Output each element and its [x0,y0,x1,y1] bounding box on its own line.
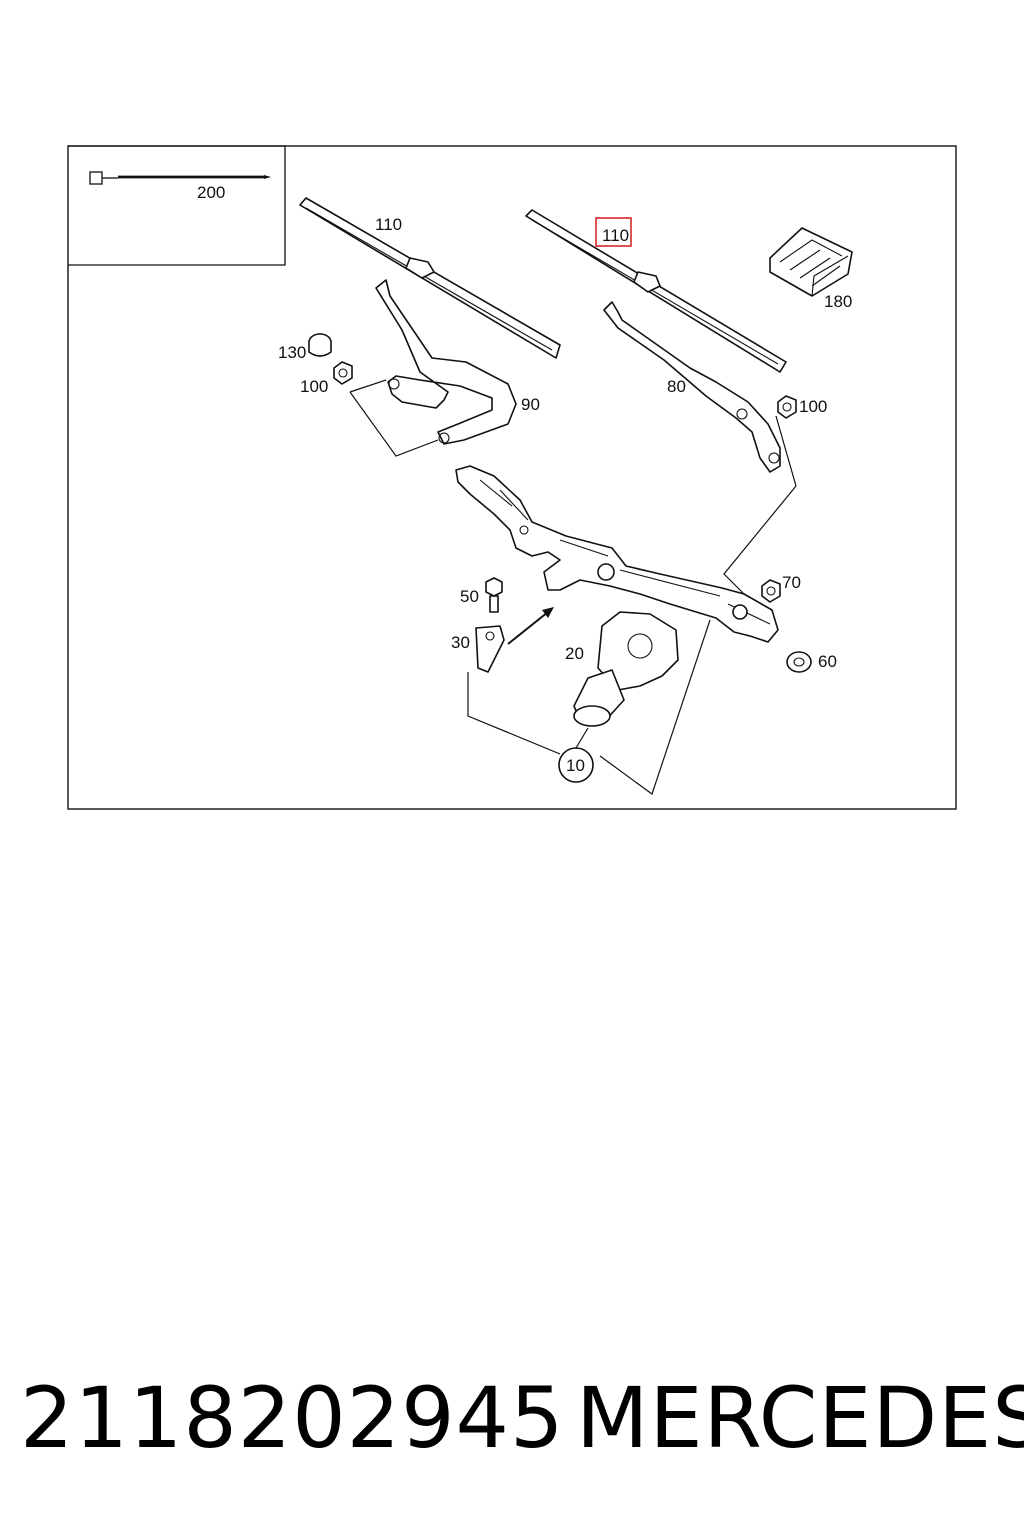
callout-110-left: 110 [375,215,402,234]
leader-lines [349,379,797,795]
callout-180: 180 [824,292,852,311]
callout-20: 20 [565,644,584,663]
callout-100-right: 100 [799,397,827,416]
wiper-arm-right-80 [603,301,781,473]
bracket-30 [475,625,505,673]
callout-80: 80 [667,377,686,396]
part-number: 2118202945 [20,1369,565,1467]
callout-90: 90 [521,395,540,414]
cable-tie-icon [89,171,103,185]
wiper-parts-diagram: 200 110 110 180 130 100 90 [67,145,957,810]
connector-block-180 [769,227,853,297]
brand-name: MERCEDES [576,1369,1024,1467]
nut-70 [761,579,781,603]
callout-70: 70 [782,573,801,592]
grommet-60 [786,651,812,673]
inset-box: 200 [68,145,286,266]
callout-200: 200 [197,183,225,202]
callout-circle-10 [558,747,594,783]
arrow-icon [507,607,554,645]
bolt-50 [485,577,503,613]
highlight-box [595,217,632,247]
caption: 2118202945 MERCEDES [0,1368,1024,1478]
callout-50: 50 [460,587,479,606]
callout-30: 30 [451,633,470,652]
callout-110-right: 110 [602,226,629,245]
callout-100-left: 100 [300,377,328,396]
nut-100-right [777,395,797,419]
wiper-linkage-frame [455,465,779,643]
wiper-blade-left [299,197,561,359]
cap-130 [308,333,332,357]
wiper-blade-right [525,209,787,373]
callout-60: 60 [818,652,837,671]
callout-10: 10 [566,756,585,775]
callout-130: 130 [278,343,306,362]
nut-100-left [333,361,353,385]
wiper-motor-20 [573,611,679,727]
wiper-arm-left-90 [375,279,517,445]
